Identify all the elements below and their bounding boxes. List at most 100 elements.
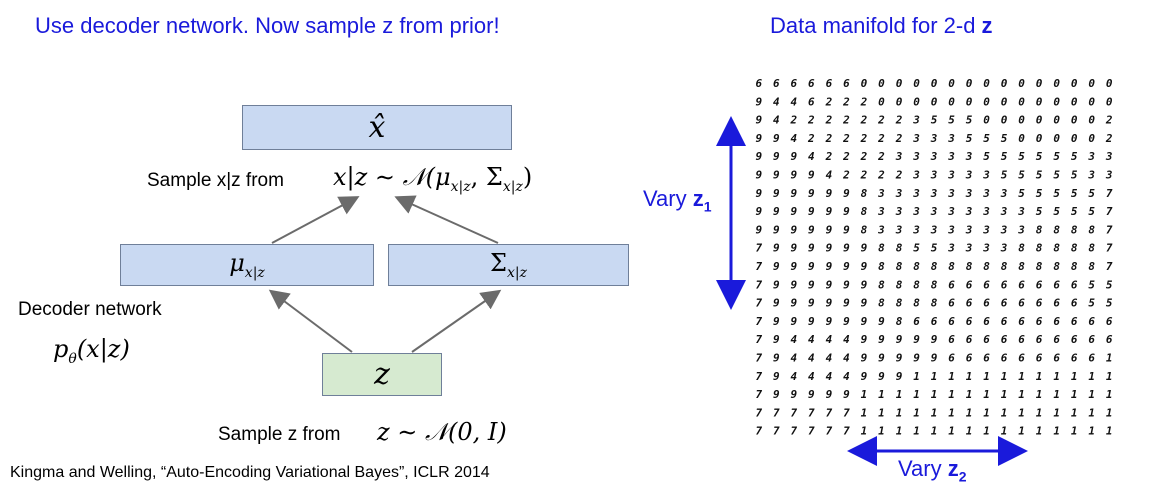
manifold-digit: 9 (755, 169, 762, 182)
manifold-digit: 3 (965, 150, 973, 163)
manifold-digit: 3 (930, 223, 938, 236)
manifold-digit: 5 (1106, 278, 1113, 291)
manifold-digit: 3 (947, 132, 955, 145)
manifold-digit: 1 (913, 370, 920, 383)
manifold-digit: 6 (1071, 278, 1078, 291)
manifold-digit: 7 (790, 425, 797, 438)
sigma-char: Σ (490, 249, 507, 278)
manifold-digit: 8 (1001, 260, 1008, 273)
manifold-digit: 9 (755, 205, 762, 218)
manifold-digit: 0 (1071, 77, 1078, 90)
manifold-digit: 9 (826, 315, 833, 328)
manifold-digit: 1 (878, 388, 885, 401)
manifold-digit: 8 (983, 260, 990, 273)
manifold-digit: 7 (773, 425, 780, 438)
manifold-digit: 8 (1053, 223, 1060, 236)
manifold-digit: 2 (877, 132, 885, 145)
manifold-digit: 6 (983, 315, 990, 328)
manifold-digit: 6 (983, 297, 990, 310)
manifold-digit: 6 (948, 333, 955, 346)
manifold-digit: 9 (861, 333, 868, 346)
manifold-digit: 5 (1053, 187, 1060, 200)
manifold-digit: 0 (1001, 95, 1008, 108)
manifold-digit: 9 (790, 187, 797, 200)
manifold-digit: 4 (843, 333, 850, 346)
manifold-digit: 5 (1088, 297, 1095, 310)
manifold-digit: 8 (878, 242, 885, 255)
manifold-digit: 0 (1001, 114, 1008, 127)
manifold-digit: 9 (790, 242, 797, 255)
manifold-digit: 8 (1036, 223, 1043, 236)
manifold-digit: 2 (825, 114, 833, 127)
manifold-digit: 1 (1053, 425, 1060, 438)
manifold-digit: 3 (982, 169, 990, 182)
manifold-digit: 6 (1001, 297, 1008, 310)
manifold-digit: 3 (930, 150, 938, 163)
manifold-digit: 8 (1088, 260, 1095, 273)
manifold-digit: 3 (930, 187, 938, 200)
manifold-digit: 3 (947, 150, 955, 163)
manifold-digit: 0 (1036, 95, 1043, 108)
manifold-digit: 6 (948, 352, 955, 365)
manifold-digit: 9 (843, 260, 850, 273)
manifold-digit: 2 (807, 132, 815, 145)
manifold-digit: 8 (1088, 242, 1095, 255)
manifold-digit: 6 (1001, 333, 1008, 346)
manifold-digit: 0 (1053, 95, 1060, 108)
sample-x-label: Sample x|z from (147, 170, 284, 191)
manifold-digit: 7 (1106, 242, 1113, 255)
manifold-digit: 3 (877, 187, 885, 200)
manifold-digit: 0 (878, 95, 885, 108)
manifold-digit: 9 (861, 242, 868, 255)
manifold-digit: 9 (773, 388, 780, 401)
manifold-digit: 0 (1053, 132, 1060, 145)
manifold-digit: 9 (790, 150, 797, 163)
z-symbol: z (374, 357, 390, 392)
manifold-digit: 6 (983, 333, 990, 346)
manifold-digit: 3 (982, 187, 990, 200)
manifold-digit: 1 (1053, 388, 1060, 401)
manifold-digit: 0 (1106, 77, 1113, 90)
manifold-digit: 5 (1018, 150, 1025, 163)
manifold-digit: 4 (790, 352, 797, 365)
manifold-digit: 0 (913, 95, 920, 108)
manifold-digit: 6 (966, 278, 973, 291)
manifold-digit: 6 (913, 315, 920, 328)
manifold-digit: 9 (808, 205, 815, 218)
manifold-digit: 3 (1000, 187, 1008, 200)
manifold-digit: 5 (1106, 297, 1113, 310)
manifold-digit: 8 (1018, 242, 1025, 255)
manifold-digit: 0 (896, 95, 903, 108)
manifold-digit: 6 (773, 77, 780, 90)
manifold-digit: 9 (773, 297, 780, 310)
manifold-digit: 8 (1071, 223, 1078, 236)
manifold-digit: 7 (1106, 205, 1113, 218)
manifold-digit: 9 (790, 315, 797, 328)
manifold-digit: 6 (966, 297, 973, 310)
manifold-digit: 0 (1018, 77, 1025, 90)
manifold-digit: 3 (912, 223, 920, 236)
manifold-digit: 9 (773, 169, 780, 182)
decoder-label: Decoder network (18, 299, 162, 320)
manifold-digit: 8 (1018, 260, 1025, 273)
manifold-digit: 0 (913, 77, 920, 90)
manifold-digit: 8 (1036, 260, 1043, 273)
manifold-digit: 0 (861, 77, 868, 90)
manifold-digit: 9 (896, 352, 903, 365)
manifold-digit: 9 (861, 278, 868, 291)
sample-z-equation: z ∼ 𝒩(0, I) (377, 418, 507, 446)
manifold-digit: 3 (895, 223, 903, 236)
manifold-digit: 5 (948, 114, 955, 127)
manifold-digit: 9 (808, 169, 815, 182)
manifold-digit: 5 (1001, 169, 1008, 182)
manifold-digit: 2 (860, 114, 868, 127)
manifold-digit: 3 (912, 205, 920, 218)
manifold-digit: 5 (1053, 205, 1060, 218)
manifold-digit: 7 (826, 425, 833, 438)
manifold-digit: 3 (930, 169, 938, 182)
manifold-digit: 6 (948, 297, 955, 310)
manifold-digit: 8 (878, 297, 885, 310)
manifold-digit: 3 (982, 242, 990, 255)
manifold-digit: 6 (1001, 278, 1008, 291)
manifold-digit: 0 (878, 77, 885, 90)
